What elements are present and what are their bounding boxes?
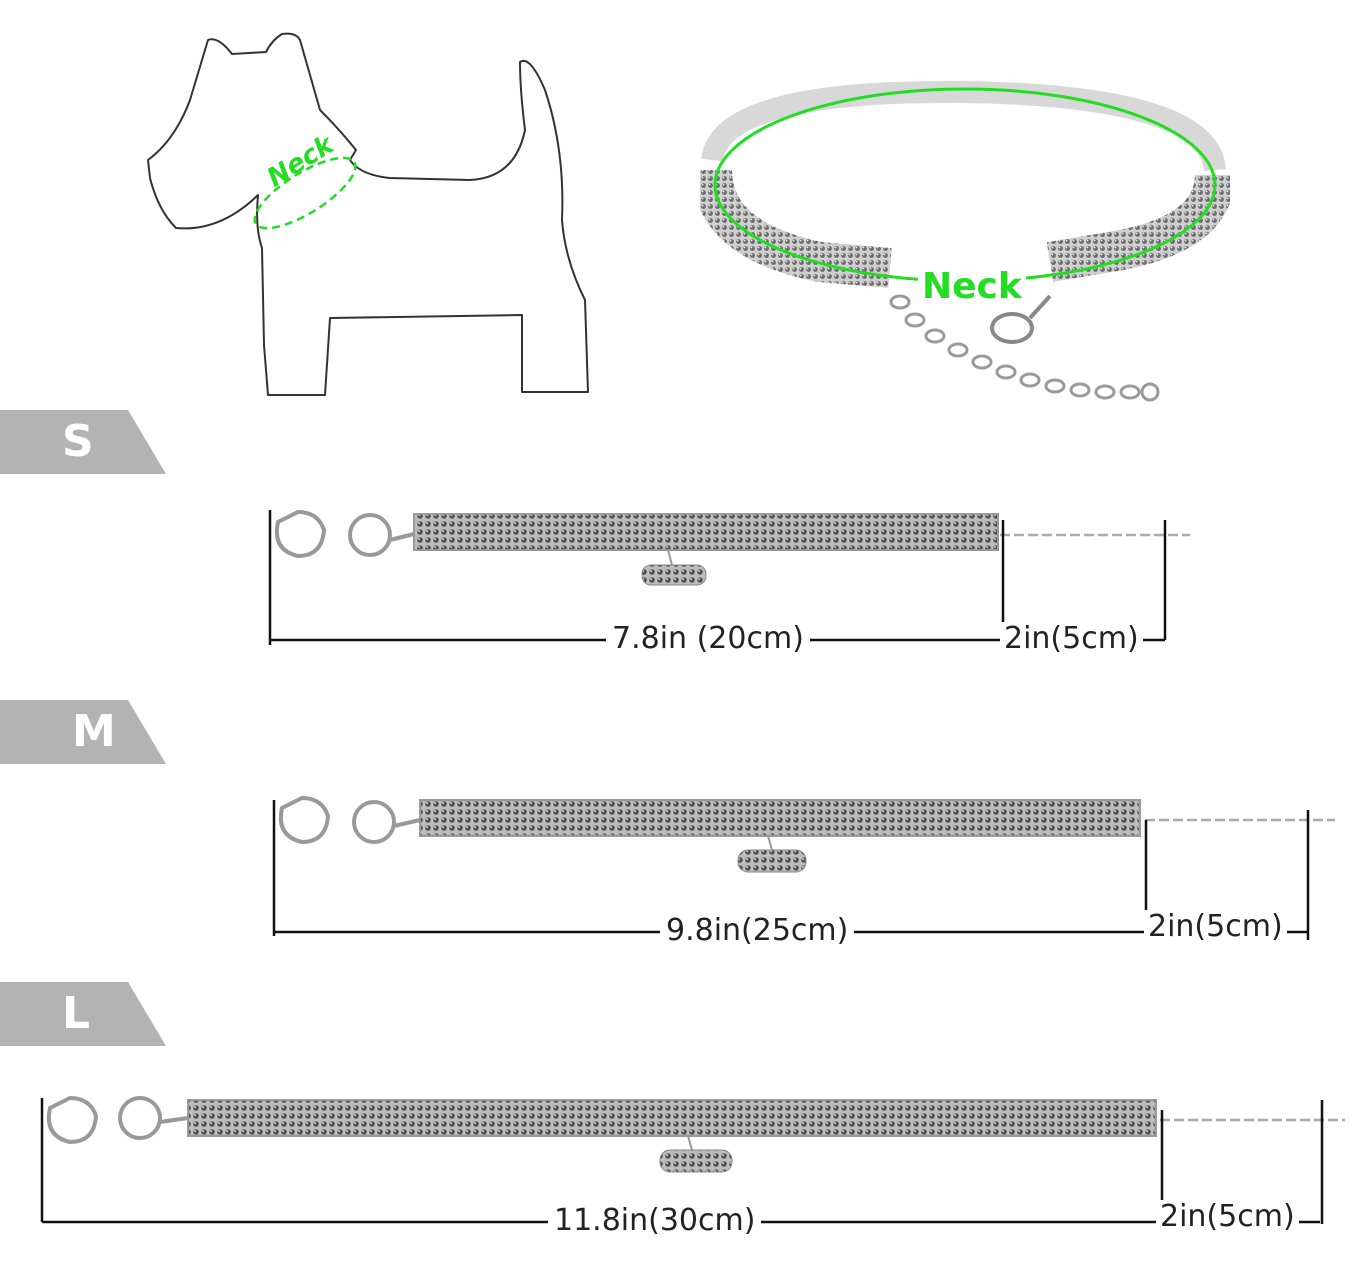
size-tab-s: S <box>0 410 166 474</box>
size-tab-l-label: L <box>62 988 91 1039</box>
collar-m <box>272 795 1335 940</box>
collar-m-band <box>419 799 1141 837</box>
collar-l <box>40 1095 1345 1224</box>
size-m-extension-length: 2in(5cm) <box>1144 910 1287 944</box>
collar-m-clasp <box>279 795 421 845</box>
size-tab-m-label: M <box>72 706 116 757</box>
collar-l-bone-charm <box>659 1135 733 1173</box>
size-s-extension-length: 2in(5cm) <box>1000 622 1143 656</box>
round-collar-illustration <box>700 80 1230 402</box>
size-m-main-length: 9.8in(25cm) <box>660 914 855 948</box>
collar-band-back <box>701 80 1226 172</box>
size-s-main-length: 7.8in (20cm) <box>606 622 810 656</box>
collar-lobster-clasp <box>990 294 1052 344</box>
collar-l-clasp <box>47 1095 189 1145</box>
size-tab-s-label: S <box>62 416 94 467</box>
size-tab-m: M <box>0 700 166 764</box>
size-tab-l: L <box>0 982 166 1046</box>
collar-s-band <box>413 513 999 551</box>
dog-outline-illustration <box>147 32 589 396</box>
collar-neck-label: Neck <box>918 266 1026 307</box>
dog-silhouette <box>147 32 589 396</box>
dog-neck-highlight <box>253 156 357 230</box>
size-l-extension-length: 2in(5cm) <box>1156 1200 1299 1234</box>
collar-s <box>268 509 1190 645</box>
collar-band-front-right <box>1046 173 1230 282</box>
collar-s-clasp <box>275 509 415 559</box>
collar-l-band <box>187 1099 1157 1137</box>
collar-extension-chain <box>889 294 1160 402</box>
collar-s-bone-charm <box>641 549 707 586</box>
collar-m-bone-charm <box>737 835 807 873</box>
size-l-main-length: 11.8in(30cm) <box>548 1204 762 1238</box>
